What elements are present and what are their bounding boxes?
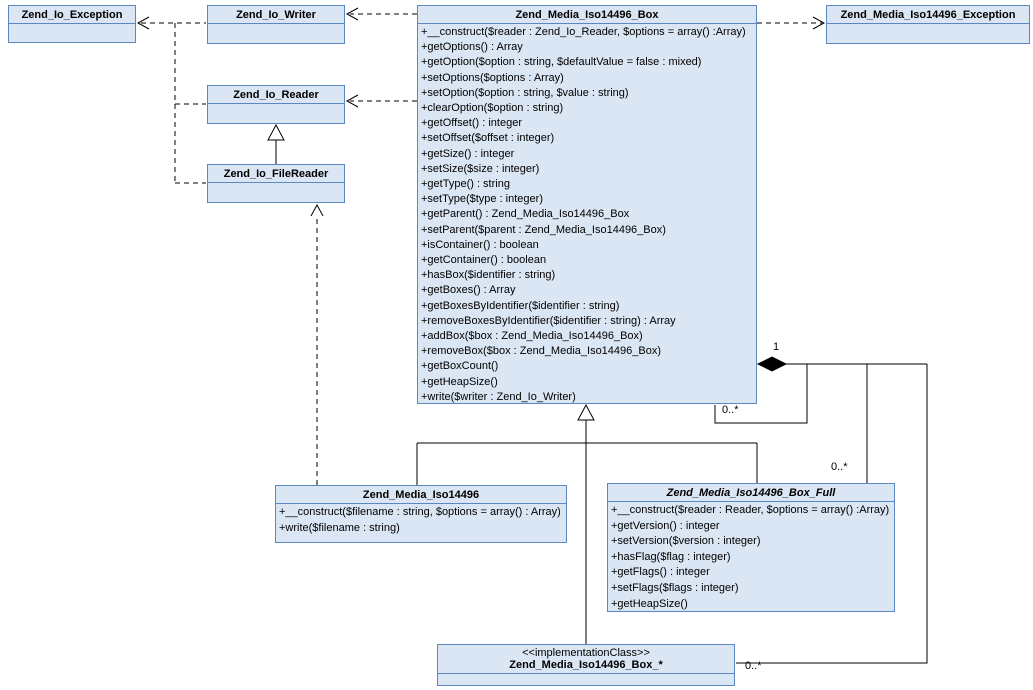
class-title: Zend_Media_Iso14496_Box_Full [608,484,894,502]
class-zend-media-iso14496-exception: Zend_Media_Iso14496_Exception [826,5,1030,44]
open-arrowhead-icon [345,94,359,108]
method-entry: +getBoxCount() [421,360,499,373]
class-title: Zend_Media_Iso14496 [276,486,566,504]
dependency-iso14496-to-filereader [310,203,324,485]
method-entry: +addBox($box : Zend_Media_Iso14496_Box) [421,330,643,343]
method-entry: +getHeapSize() [611,597,688,610]
open-arrowhead-icon [812,16,826,30]
multiplicity-many-full-label: 0..* [831,461,848,473]
class-zend-media-iso14496-box-impl: <<implementationClass>> Zend_Media_Iso14… [437,644,735,686]
class-zend-media-iso14496-box: Zend_Media_Iso14496_Box +__construct($re… [417,5,757,404]
method-entry: +write($writer : Zend_Io_Writer) [421,390,576,403]
dependency-io-classes-to-io-exception [136,16,206,184]
method-entry: +setOption($option : string, $value : st… [421,86,629,99]
class-zend-io-reader: Zend_Io_Reader [207,85,345,124]
method-entry: +__construct($reader : Reader, $options … [611,504,890,516]
method-entry: +setParent($parent : Zend_Media_Iso14496… [421,223,666,236]
method-entry: +hasFlag($flag : integer) [611,550,731,563]
method-entry: +removeBoxesByIdentifier($identifier : s… [421,314,676,327]
class-title: Zend_Io_Writer [208,6,344,24]
dependency-box-to-reader [345,94,417,108]
method-entry: +getOptions() : Array [421,41,523,54]
method-entry: +write($filename : string) [279,521,400,534]
dependency-box-to-media-exception [757,16,826,30]
class-zend-media-iso14496: Zend_Media_Iso14496 +__construct($filena… [275,485,567,543]
generalization-filereader-to-reader [267,123,285,164]
class-zend-io-writer: Zend_Io_Writer [207,5,345,44]
method-entry: +getContainer() : boolean [421,254,547,267]
method-entry: +getBoxes() : Array [421,284,516,297]
method-entry: +getOffset() : integer [421,117,522,130]
method-entry: +setSize($size : integer) [421,162,540,175]
method-entry: +setVersion($version : integer) [611,535,761,548]
method-entry: +getParent() : Zend_Media_Iso14496_Box [421,208,630,221]
dependency-box-to-writer [345,7,417,21]
hollow-triangle-icon [577,403,595,421]
method-entry: +clearOption($option : string) [421,102,564,115]
method-entry: +setOptions($options : Array) [421,71,564,84]
filled-diamond-icon [756,356,788,372]
class-title: Zend_Io_Exception [9,6,135,24]
open-arrowhead-icon [136,16,150,30]
class-zend-io-filereader: Zend_Io_FileReader [207,164,345,203]
class-title: Zend_Io_Reader [208,86,344,104]
multiplicity-many-self-label: 0..* [722,404,739,416]
multiplicity-many-impl-label: 0..* [745,660,762,672]
class-zend-io-exception: Zend_Io_Exception [8,5,136,43]
class-title: Zend_Media_Iso14496_Box [418,6,756,24]
method-entry: +__construct($filename : string, $option… [279,506,561,518]
hollow-triangle-icon [267,123,285,141]
method-list: +__construct($reader : Reader, $options … [608,502,894,612]
class-zend-media-iso14496-box-full: Zend_Media_Iso14496_Box_Full +__construc… [607,483,895,612]
method-entry: +getHeapSize() [421,375,498,388]
method-entry: +hasBox($identifier : string) [421,269,556,282]
method-list: +__construct($filename : string, $option… [276,504,566,536]
method-list: +__construct($reader : Zend_Io_Reader, $… [418,24,756,405]
class-name: Zend_Media_Iso14496_Box_* [509,659,663,671]
multiplicity-one-label: 1 [773,341,780,353]
method-entry: +__construct($reader : Zend_Io_Reader, $… [421,26,746,38]
method-entry: +removeBox($box : Zend_Media_Iso14496_Bo… [421,345,662,358]
open-arrowhead-icon [345,7,359,21]
method-entry: +setFlags($flags : integer) [611,581,739,594]
method-entry: +getBoxesByIdentifier($identifier : stri… [421,299,620,312]
method-entry: +getVersion() : integer [611,519,720,532]
open-arrowhead-icon [310,203,324,217]
method-entry: +setOffset($offset : integer) [421,132,555,145]
method-entry: +getSize() : integer [421,147,515,160]
method-entry: +getFlags() : integer [611,566,710,579]
class-title: Zend_Media_Iso14496_Exception [827,6,1029,24]
method-entry: +getOption($option : string, $defaultVal… [421,56,702,69]
class-stereotype: <<implementationClass>> [522,647,650,659]
class-title: <<implementationClass>> Zend_Media_Iso14… [438,645,734,674]
method-entry: +isContainer() : boolean [421,238,539,251]
method-entry: +setType($type : integer) [421,193,543,206]
class-title: Zend_Io_FileReader [208,165,344,183]
method-entry: +getType() : string [421,178,510,191]
